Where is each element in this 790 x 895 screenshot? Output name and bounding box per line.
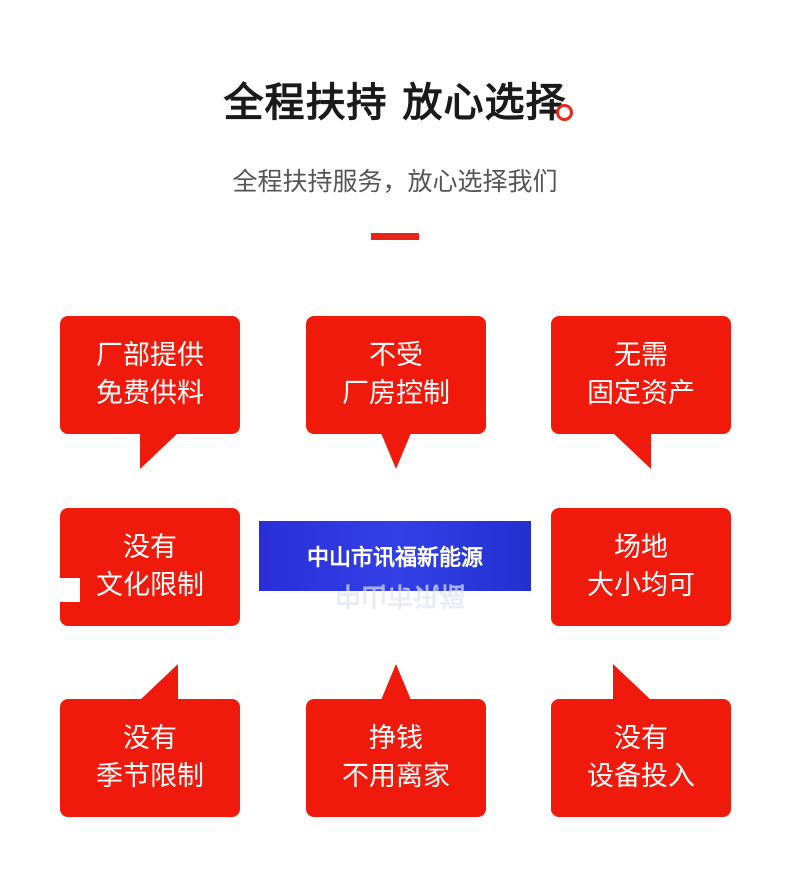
card-free-material: 厂部提供 免费供料 — [60, 316, 240, 434]
card-line2: 设备投入 — [587, 761, 695, 792]
card-line2: 文化限制 — [96, 570, 204, 601]
card-line1: 挣钱 — [369, 723, 423, 754]
card-tail — [140, 433, 178, 469]
banner-reflection: 中山市讯福 — [334, 580, 465, 610]
card-line2: 大小均可 — [587, 570, 695, 601]
card-tail — [140, 664, 178, 700]
card-no-assets: 无需 固定资产 — [551, 316, 731, 434]
card-tail — [613, 664, 651, 700]
card-line1: 无需 — [614, 340, 668, 371]
card-tail — [381, 433, 411, 469]
page-subtitle: 全程扶持服务，放心选择我们 — [232, 167, 558, 196]
card-line1: 场地 — [614, 532, 668, 563]
card-any-size: 场地 大小均可 — [551, 508, 731, 626]
center-banner: 中山市讯福新能源 — [259, 521, 531, 591]
card-tail — [613, 433, 651, 469]
title-dot — [556, 104, 573, 121]
title-divider — [371, 233, 419, 240]
card-no-factory: 不受 厂房控制 — [306, 316, 486, 434]
card-no-education: 没有 文化限制 — [60, 508, 240, 626]
card-no-equipment: 没有 设备投入 — [551, 699, 731, 817]
card-line2: 固定资产 — [587, 378, 695, 409]
card-tail — [381, 664, 411, 700]
page-title: 全程扶持 放心选择 — [223, 80, 567, 126]
white-notch — [60, 578, 80, 602]
card-line1: 厂部提供 — [96, 340, 204, 371]
card-line1: 不受 — [369, 340, 423, 371]
card-line1: 没有 — [123, 532, 177, 563]
card-line2: 不用离家 — [342, 761, 450, 792]
card-earn-at-home: 挣钱 不用离家 — [306, 699, 486, 817]
card-no-season: 没有 季节限制 — [60, 699, 240, 817]
card-line2: 免费供料 — [96, 378, 204, 409]
card-line2: 厂房控制 — [342, 378, 450, 409]
card-line2: 季节限制 — [96, 761, 204, 792]
card-line1: 没有 — [614, 723, 668, 754]
card-line1: 没有 — [123, 723, 177, 754]
